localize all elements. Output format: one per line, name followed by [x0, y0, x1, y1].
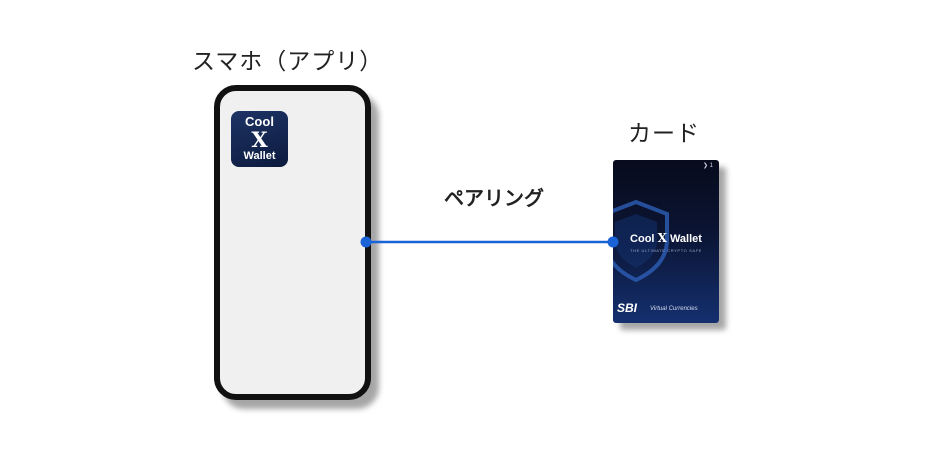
- app-icon-x-mark: X: [251, 127, 268, 152]
- phone-endpoint-dot: [360, 236, 372, 248]
- coolx-wallet-card: ❯ 1 Cool X Wallet THE ULTIMATE CRYPTO SA…: [613, 160, 719, 323]
- card-endpoint-dot: [607, 236, 619, 248]
- chevron-right-icon: ❯ 1: [702, 163, 713, 169]
- card-issuer-logo: SBI: [617, 301, 638, 315]
- pairing-label: ペアリング: [444, 186, 544, 210]
- card-brand: Cool X Wallet: [613, 231, 719, 245]
- card-issuer-sub: Virtual Currencies: [650, 306, 698, 312]
- app-icon-line2: Wallet: [243, 150, 276, 162]
- coolx-wallet-app-icon: Cool X Wallet: [231, 111, 288, 167]
- card-label: カード: [628, 121, 700, 147]
- phone-label: スマホ（アプリ）: [192, 49, 384, 75]
- shield-icon: [613, 199, 669, 282]
- card-brand-left: Cool: [630, 233, 655, 245]
- card-brand-right: Wallet: [669, 233, 702, 245]
- card-tagline: THE ULTIMATE CRYPTO SAFE: [630, 248, 702, 253]
- card-brand-x-mark: X: [657, 231, 667, 245]
- app-icon-line1: Cool: [245, 114, 274, 129]
